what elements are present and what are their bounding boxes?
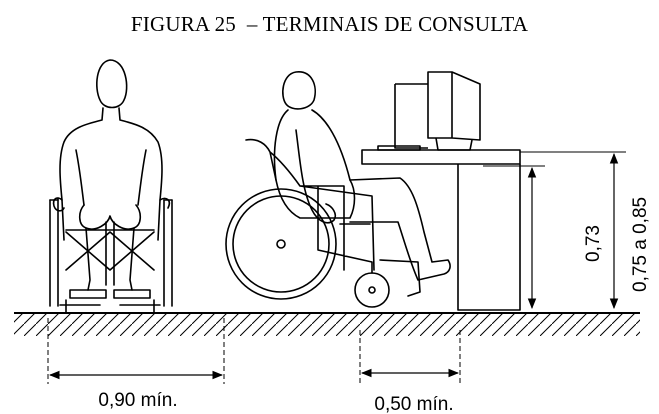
- front-width-label: 0,90 mín.: [98, 390, 177, 411]
- dimension-knee-height: 0,73: [483, 165, 604, 310]
- desk-panel: [457, 164, 521, 311]
- side-wheelchair-frame: [245, 138, 375, 274]
- figure-title: FIGURA 25 – TERMINAIS DE CONSULTA: [0, 12, 659, 37]
- floor: [14, 312, 640, 336]
- keyboard: [377, 145, 421, 151]
- dimension-table-height: 0,75 a 0,85: [520, 151, 651, 310]
- front-legs: [78, 204, 142, 230]
- side-torso: [273, 109, 356, 219]
- front-wheelchair-user: [49, 59, 173, 313]
- side-head: [282, 71, 316, 110]
- side-wheelchair-user: [225, 71, 451, 308]
- rear-wheel: [225, 188, 337, 300]
- dimension-front-width: 0,90 mín.: [47, 318, 225, 411]
- knee-depth-label: 0,50 mín.: [374, 394, 453, 414]
- monitor: [427, 71, 481, 141]
- table-height-label: 0,75 a 0,85: [630, 197, 651, 292]
- figure-title-text: FIGURA 25 – TERMINAIS DE CONSULTA: [130, 12, 529, 36]
- caster-wheel: [354, 272, 390, 308]
- terminal-desk: [361, 71, 521, 311]
- front-torso: [59, 107, 163, 241]
- knee-height-label: 0,73: [583, 225, 604, 262]
- desk-top: [361, 149, 521, 165]
- side-leg: [349, 177, 451, 281]
- front-wheelchair-frame: [49, 197, 173, 307]
- front-head: [96, 59, 128, 109]
- dimension-knee-depth: 0,50 mín.: [359, 330, 461, 414]
- side-arm: [295, 129, 337, 224]
